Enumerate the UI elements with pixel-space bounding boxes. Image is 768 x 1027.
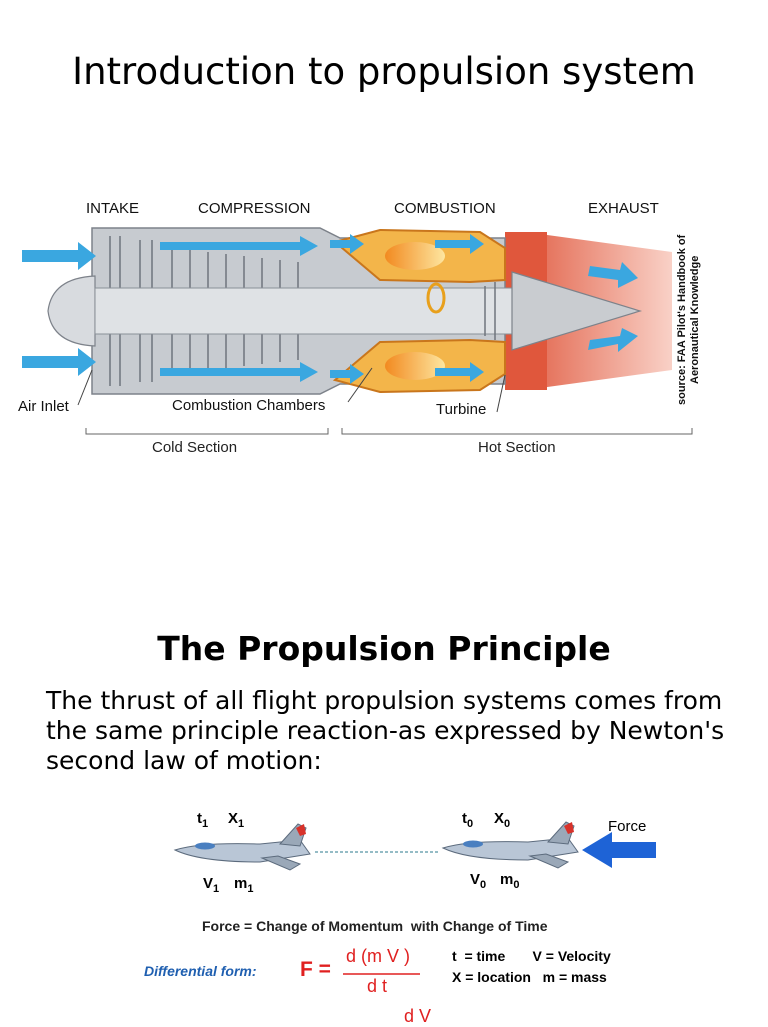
label-m0: m0	[500, 871, 520, 891]
source-credit: source: FAA Pilot's Handbook of Aeronaut…	[676, 234, 701, 406]
label-cold-section: Cold Section	[152, 439, 238, 456]
label-v0: V0	[470, 871, 487, 891]
label-combustion-chambers: Combustion Chambers	[172, 397, 326, 414]
label-air-inlet: Air Inlet	[18, 398, 69, 415]
label-x0: X0	[494, 810, 511, 830]
legend-location-mass: X = location m = mass	[452, 969, 607, 985]
newton-law-diagram	[173, 821, 656, 975]
label-exhaust: EXHAUST	[588, 200, 659, 217]
turbine-stages	[484, 282, 496, 340]
force-arrow-icon	[582, 832, 656, 868]
flame-bottom	[385, 352, 445, 380]
label-v1: V1	[203, 875, 220, 895]
partial-formula-numerator: d V	[404, 1006, 432, 1026]
rotation-arrow-icon	[426, 282, 446, 314]
jet-engine-diagram	[22, 227, 693, 435]
label-force: Force	[608, 818, 647, 835]
flame-top	[385, 242, 445, 270]
leader-lines	[77, 367, 506, 413]
formula-numerator: d (m V )	[346, 946, 411, 966]
section-brackets	[85, 428, 693, 435]
label-x1: X1	[228, 810, 245, 830]
label-compression: COMPRESSION	[198, 200, 311, 217]
label-t0: t0	[462, 810, 474, 830]
label-combustion: COMBUSTION	[394, 200, 496, 217]
differential-form-label: Differential form:	[144, 963, 257, 979]
engine-shaft	[94, 287, 536, 335]
label-t1: t1	[197, 810, 209, 830]
force-equals: F =	[300, 958, 331, 981]
jet-aircraft-left	[173, 823, 311, 871]
exhaust-cone	[511, 271, 643, 351]
body-paragraph: The thrust of all flight propulsion syst…	[46, 686, 725, 775]
label-m1: m1	[234, 875, 254, 895]
legend-time-velocity: t = time V = Velocity	[452, 948, 611, 964]
label-hot-section: Hot Section	[478, 439, 556, 456]
label-intake: INTAKE	[86, 200, 140, 217]
jet-aircraft-right	[441, 821, 579, 869]
momentum-statement: Force = Change of Momentum with Change o…	[202, 918, 548, 934]
slide-title-introduction: Introduction to propulsion system	[72, 50, 696, 93]
airflow-arrows	[22, 234, 638, 384]
label-turbine: Turbine	[436, 401, 487, 418]
formula-denominator: d t	[367, 976, 388, 996]
slide-title-propulsion-principle: The Propulsion Principle	[157, 629, 611, 668]
nose-spinner	[47, 275, 96, 347]
